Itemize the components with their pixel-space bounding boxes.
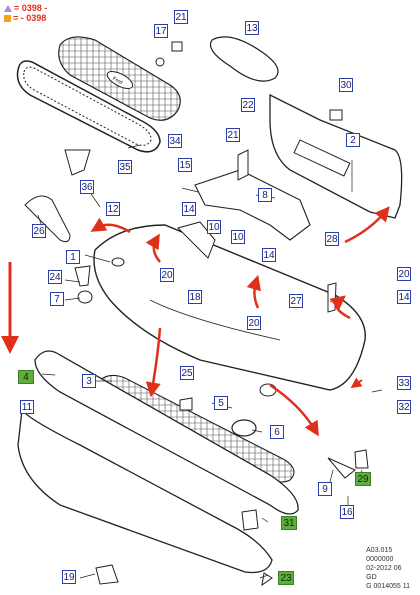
legend: = 0398 - = - 0398 <box>4 3 47 23</box>
fog-lamp <box>259 383 277 397</box>
small-bracket <box>237 149 249 181</box>
callout-10b: 10 <box>231 230 245 244</box>
callout-22: 22 <box>241 98 255 112</box>
callout-18: 18 <box>188 290 202 304</box>
clip-part <box>171 41 183 52</box>
small-bracket <box>177 221 216 259</box>
bracket-part <box>64 149 91 176</box>
callout-19: 19 <box>62 570 76 584</box>
callout-17: 17 <box>154 24 168 38</box>
trim-strip <box>24 195 71 243</box>
callout-25: 25 <box>180 366 194 380</box>
under-shield <box>17 408 273 574</box>
callout-14c: 14 <box>397 290 411 304</box>
small-bracket <box>261 572 273 587</box>
callout-36: 36 <box>80 180 94 194</box>
stamp-line-4: GD <box>366 574 377 581</box>
small-bracket <box>327 457 356 479</box>
callout-26: 26 <box>32 224 46 238</box>
callout-27: 27 <box>289 294 303 308</box>
small-bracket <box>74 265 91 287</box>
callout-28: 28 <box>325 232 339 246</box>
legend-row-square: = - 0398 <box>4 13 47 23</box>
upper-grille: Ford <box>58 36 181 121</box>
callout-1: 1 <box>66 250 80 264</box>
callout-7: 7 <box>50 292 64 306</box>
small-bracket <box>95 564 119 585</box>
diagram-stamp: A03.015 0000000 02-2012 06 GD G 0014055 … <box>366 546 410 591</box>
callout-4: 4 <box>18 370 34 384</box>
bumper-reinforcement <box>269 93 403 219</box>
red-arrows <box>1 206 390 437</box>
callout-32: 32 <box>397 400 411 414</box>
grille-frame <box>16 60 161 153</box>
callout-5: 5 <box>214 396 228 410</box>
fog-lamp-bezel <box>231 419 257 437</box>
callout-9: 9 <box>318 482 332 496</box>
callout-3: 3 <box>82 374 96 388</box>
callout-15: 15 <box>178 158 192 172</box>
callout-20b: 20 <box>397 267 411 281</box>
legend-triangle-text: = 0398 - <box>14 3 48 13</box>
callout-34: 34 <box>168 134 182 148</box>
front-bumper <box>93 224 366 391</box>
callout-10a: 10 <box>207 220 221 234</box>
callout-6: 6 <box>270 425 284 439</box>
small-bracket <box>327 282 337 313</box>
callout-35: 35 <box>118 160 132 174</box>
callout-11: 11 <box>20 400 34 414</box>
svg-text:Ford: Ford <box>111 76 123 86</box>
small-bracket <box>241 509 259 531</box>
front-spoiler <box>34 350 299 515</box>
callout-20c: 20 <box>247 316 261 330</box>
legend-row-triangle: = 0398 - <box>4 3 47 13</box>
purple-triangle-icon <box>4 5 12 13</box>
stamp-line-2: 0000000 <box>366 556 394 563</box>
screw-part <box>155 57 165 67</box>
fog-cap <box>77 290 93 304</box>
callout-12: 12 <box>106 202 120 216</box>
stamp-line-1: A03.015 <box>366 547 393 554</box>
small-bracket <box>354 449 369 469</box>
orange-square-icon <box>4 15 11 23</box>
legend-square-text: = - 0398 <box>13 13 47 23</box>
callout-30: 30 <box>339 78 353 92</box>
stamp-line-5: G 0014055 11 <box>366 583 410 590</box>
callout-24: 24 <box>48 270 62 284</box>
callout-33: 33 <box>397 376 411 390</box>
small-bracket <box>179 397 193 411</box>
callout-29: 29 <box>355 472 371 486</box>
callout-14b: 14 <box>262 248 276 262</box>
callout-21b: 21 <box>226 128 240 142</box>
callout-8: 8 <box>258 188 272 202</box>
callout-31: 31 <box>281 516 297 530</box>
callout-14: 14 <box>182 202 196 216</box>
callout-20a: 20 <box>160 268 174 282</box>
plate-panel <box>209 36 279 82</box>
callout-13: 13 <box>245 21 259 35</box>
stamp-line-3: 02-2012 06 <box>366 565 402 572</box>
callout-2: 2 <box>346 133 360 147</box>
callout-23: 23 <box>278 571 294 585</box>
bracket-assembly <box>194 169 311 241</box>
callout-16: 16 <box>340 505 354 519</box>
callout-21: 21 <box>174 10 188 24</box>
clip-part <box>329 109 343 121</box>
